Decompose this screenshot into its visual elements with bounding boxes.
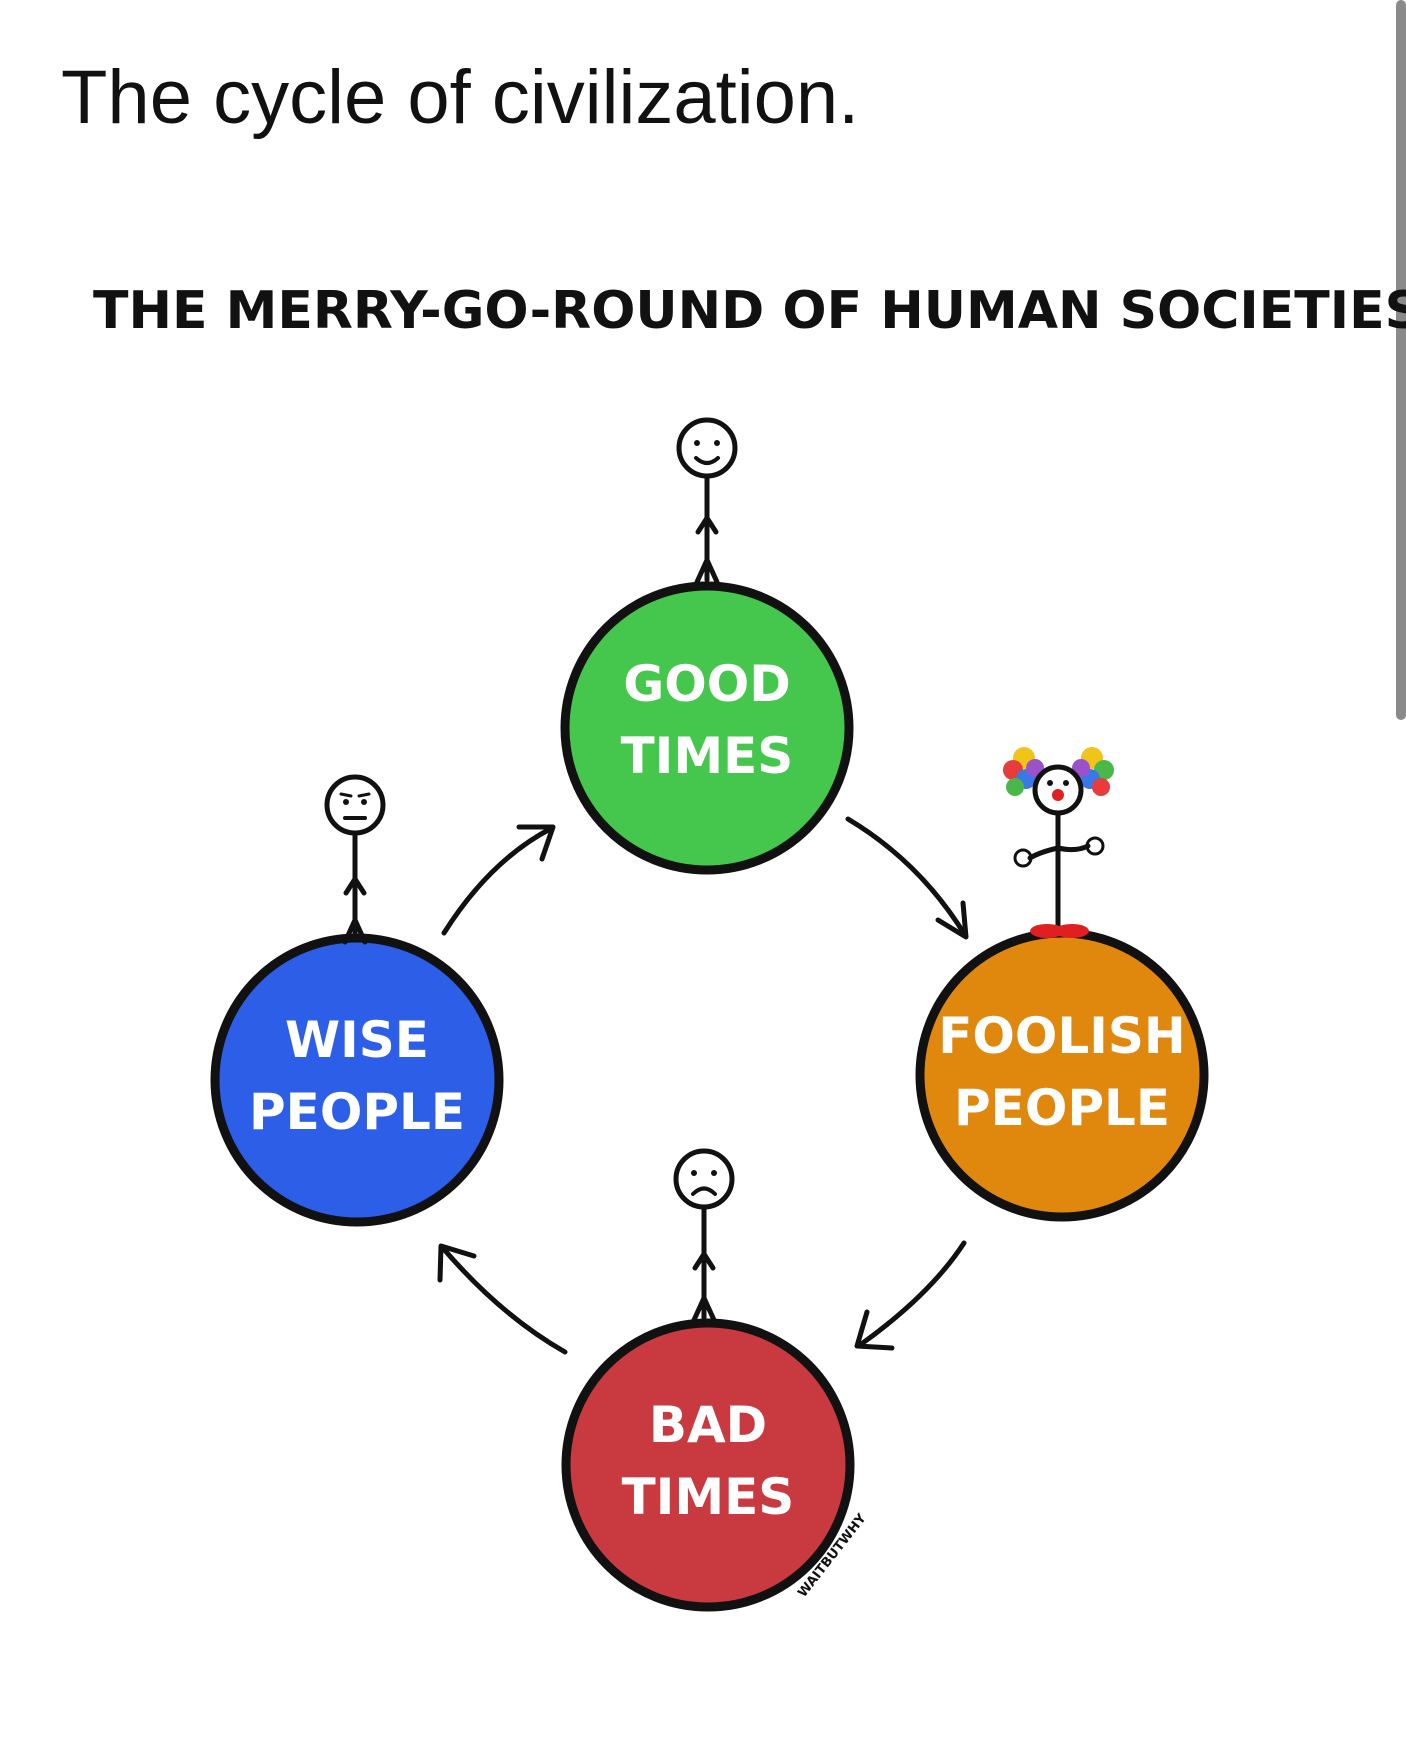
good-times-label-line1: GOOD bbox=[623, 655, 791, 713]
bad-times-circle bbox=[561, 1318, 855, 1612]
arrow-wise-to-good bbox=[441, 824, 556, 936]
foolish-people-node: FOOLISH PEOPLE bbox=[915, 928, 1209, 1222]
foolish-people-label-line2: PEOPLE bbox=[954, 1079, 1170, 1137]
wise-people-circle bbox=[210, 933, 504, 1227]
bad-times-label-line2: TIMES bbox=[622, 1468, 795, 1526]
neutral-stick-figure-icon bbox=[324, 774, 386, 945]
arrow-bad-to-wise bbox=[437, 1243, 568, 1355]
bad-times-node: BAD TIMES bbox=[561, 1318, 855, 1612]
wise-people-label-line1: WISE bbox=[285, 1011, 429, 1069]
bad-times-label-line1: BAD bbox=[649, 1396, 767, 1454]
arrow-foolish-to-bad bbox=[854, 1240, 967, 1351]
good-times-circle bbox=[560, 581, 854, 875]
foolish-people-circle bbox=[915, 928, 1209, 1222]
good-times-label-line2: TIMES bbox=[621, 727, 794, 785]
clown-stick-figure-icon bbox=[1003, 747, 1114, 938]
foolish-people-label-line1: FOOLISH bbox=[938, 1007, 1186, 1065]
scrollbar-thumb[interactable] bbox=[1396, 0, 1406, 720]
good-times-node: GOOD TIMES bbox=[560, 581, 854, 875]
arrow-good-to-foolish bbox=[845, 816, 969, 940]
post-text: The cycle of civilization. bbox=[61, 55, 860, 140]
comic-title: THE MERRY-GO-ROUND OF HUMAN SOCIETIES bbox=[93, 281, 1406, 341]
sad-stick-figure-icon bbox=[673, 1148, 735, 1323]
wise-people-node: WISE PEOPLE bbox=[210, 933, 504, 1227]
scrollbar[interactable] bbox=[1396, 0, 1406, 730]
wise-people-label-line2: PEOPLE bbox=[249, 1083, 465, 1141]
happy-stick-figure-icon bbox=[676, 417, 738, 585]
